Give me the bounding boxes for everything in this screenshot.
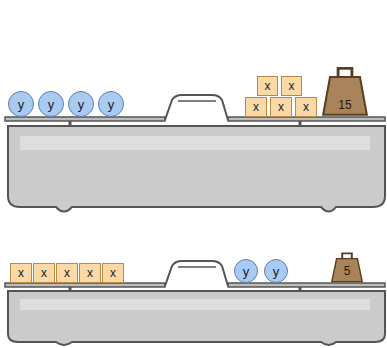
y-circle: y bbox=[68, 91, 94, 117]
variable-label: x bbox=[64, 267, 70, 279]
y-circle: y bbox=[234, 259, 258, 283]
x-square: x bbox=[295, 97, 317, 117]
balance-body bbox=[8, 126, 385, 212]
right-pan bbox=[228, 117, 385, 121]
y-circle: y bbox=[264, 259, 288, 283]
right-pan bbox=[228, 283, 385, 287]
variable-label: y bbox=[273, 265, 280, 278]
body-shade bbox=[20, 136, 370, 150]
variable-label: x bbox=[18, 267, 24, 279]
pivot-hump bbox=[165, 261, 228, 286]
pivot-hump bbox=[178, 100, 216, 102]
variable-label: y bbox=[108, 98, 115, 111]
variable-label: y bbox=[48, 98, 55, 111]
weight-value: 5 bbox=[344, 265, 351, 283]
x-square: x bbox=[102, 263, 124, 283]
left-pan bbox=[5, 283, 165, 287]
weight-block: 5 bbox=[331, 250, 363, 283]
x-square: x bbox=[10, 263, 32, 283]
left-pan bbox=[5, 117, 165, 121]
variable-label: x bbox=[278, 101, 284, 113]
variable-label: x bbox=[87, 267, 93, 279]
balance-body bbox=[8, 291, 385, 345]
x-square: x bbox=[281, 76, 302, 96]
variable-label: x bbox=[265, 80, 271, 92]
y-circle: y bbox=[38, 91, 64, 117]
weight-value: 15 bbox=[338, 99, 351, 117]
x-square: x bbox=[270, 97, 292, 117]
x-square: x bbox=[245, 97, 267, 117]
x-square: x bbox=[33, 263, 55, 283]
variable-label: y bbox=[18, 98, 25, 111]
variable-label: x bbox=[41, 267, 47, 279]
y-circle: y bbox=[98, 91, 124, 117]
variable-label: x bbox=[253, 101, 259, 113]
weight-block: 15 bbox=[322, 63, 368, 117]
variable-label: y bbox=[243, 265, 250, 278]
y-circle: y bbox=[8, 91, 34, 117]
variable-label: x bbox=[289, 80, 295, 92]
variable-label: x bbox=[303, 101, 309, 113]
variable-label: x bbox=[110, 267, 116, 279]
pivot-hump bbox=[165, 95, 228, 120]
pivot-hump bbox=[178, 266, 216, 268]
x-square: x bbox=[79, 263, 101, 283]
x-square: x bbox=[56, 263, 78, 283]
body-shade bbox=[20, 299, 370, 310]
x-square: x bbox=[257, 76, 278, 96]
variable-label: y bbox=[78, 98, 85, 111]
